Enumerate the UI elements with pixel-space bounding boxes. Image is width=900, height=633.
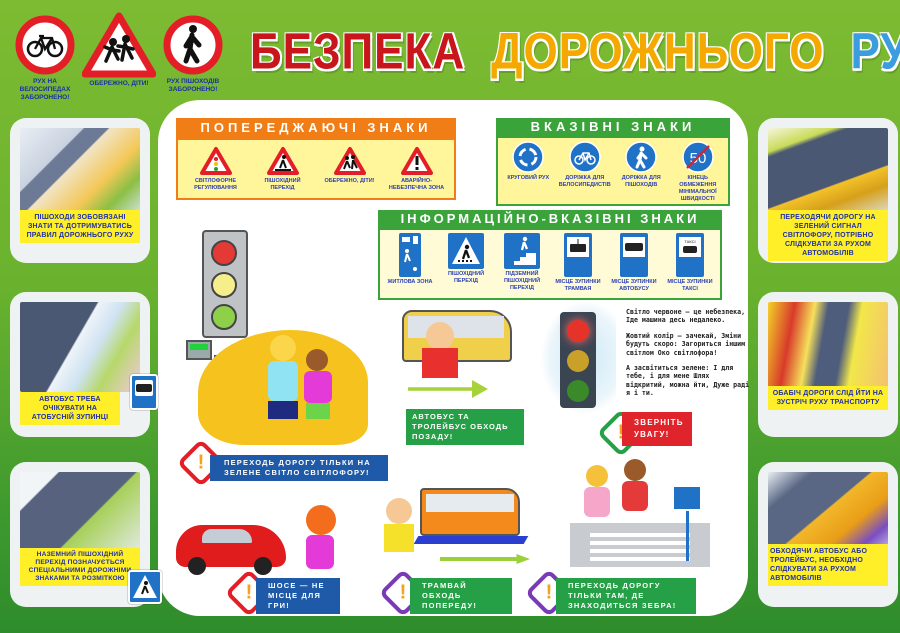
- left-card-pedestrians: ПІШОХОДИ ЗОБОВЯЗАНІ ЗНАТИ ТА ДОТРИМУВАТИ…: [10, 118, 150, 263]
- poem-verse-yellow: Жовтий колір – зачекай, Зміни будуть ско…: [626, 331, 746, 357]
- bus-stop-sign-icon: [130, 374, 158, 410]
- sign-bus-stop: МІСЦЕ ЗУПИНКИ АВТОБУСУ: [606, 233, 662, 293]
- card-caption: ОБХОДЯЧИ АВТОБУС АБО ТРОЛЕЙБУС, НЕОБХІДН…: [768, 544, 888, 586]
- highway-banner: ШОСЕ — НЕ МІСЦЕ ДЛЯ ГРИ!: [256, 578, 340, 614]
- green-signal-illustration: [768, 128, 888, 218]
- mandatory-signs-list: КРУГОВИЙ РУХ ДОРІЖКА ДЛЯ ВЕЛОСИПЕДИСТІВ …: [496, 136, 730, 206]
- svg-text:ТАКСІ: ТАКСІ: [684, 239, 695, 244]
- bus-and-boy-illustration: [402, 302, 512, 392]
- sign-danger-zone: АВАРІЙНО-НЕБЕЗПЕЧНА ЗОНА: [388, 146, 446, 192]
- roundabout-icon: [512, 141, 544, 173]
- sign-traffic-light: СВІТЛОФОРНЕ РЕГУЛЮВАННЯ: [187, 146, 245, 192]
- pedestrian-crossing-icon: [448, 233, 484, 269]
- top-sign-no-bicycles: РУХ НА ВЕЛОСИПЕДАХ ЗАБОРОНЕНО!: [14, 14, 76, 102]
- children-walking-illustration: [268, 335, 338, 445]
- crossing-illustration: [20, 472, 140, 562]
- bus-stop-illustration: [20, 302, 140, 392]
- title-word-safety: БЕЗПЕКА: [250, 23, 466, 81]
- top-sign-caption: РУХ ПІШОХОДІВ ЗАБОРОНЕНО!: [166, 78, 220, 93]
- bus-stop-icon: [620, 233, 648, 277]
- bicycle-path-icon: [569, 141, 601, 173]
- poem-verse-red: Світло червоне – це небезпека, Іде машин…: [626, 308, 746, 325]
- section-header: ВКАЗІВНІ ЗНАКИ: [496, 118, 730, 136]
- sign-bicycle-path: ДОРІЖКА ДЛЯ ВЕЛОСИПЕДИСТІВ: [557, 141, 614, 189]
- title-word-road: ДОРОЖНЬОГО: [491, 23, 825, 81]
- tram-stop-icon: [564, 233, 592, 277]
- top-sign-children: ОБЕРЕЖНО, ДІТИ!: [82, 12, 156, 88]
- card-caption: ПЕРЕХОДЯЧИ ДОРОГУ НА ЗЕЛЕНИЙ СИГНАЛ СВІТ…: [768, 210, 888, 261]
- taxi-stop-icon: ТАКСІ: [676, 233, 704, 277]
- warning-signs-section: ПОПЕРЕДЖАЮЧІ ЗНАКИ СВІТЛОФОРНЕ РЕГУЛЮВАН…: [176, 118, 456, 200]
- poem-verse-green: А засвітиться зелене: І для тебе, і для …: [626, 364, 750, 398]
- top-sign-no-pedestrians: РУХ ПІШОХОДІВ ЗАБОРОНЕНО!: [162, 14, 224, 94]
- end-min-speed-icon: 50: [682, 141, 714, 173]
- card-caption: ОБАБІЧ ДОРОГИ СЛІД ЙТИ НА ЗУСТРІЧ РУХУ Т…: [768, 386, 888, 410]
- residential-zone-icon: [399, 233, 421, 277]
- sign-roundabout: КРУГОВИЙ РУХ: [500, 141, 557, 182]
- title-word-traffic: РУХУ: [850, 23, 900, 81]
- pedestrian-crossing-warning-icon: [266, 147, 299, 175]
- zebra-crossing-illustration: [560, 455, 730, 570]
- traffic-light-warning-icon: [199, 147, 232, 175]
- no-pedestrians-icon: [163, 15, 223, 75]
- left-card-crossing: НАЗЕМНИЙ ПІШОХІДНИЙ ПЕРЕХІД ПОЗНАЧУЄТЬСЯ…: [10, 462, 162, 607]
- warning-signs-list: СВІТЛОФОРНЕ РЕГУЛЮВАННЯ ПІШОХІДНИЙ ПЕРЕХ…: [176, 138, 456, 200]
- city-illustration: [20, 128, 140, 218]
- poster-title: БЕЗПЕКА ДОРОЖНЬОГО РУХУ: [250, 18, 900, 87]
- card-caption: НАЗЕМНИЙ ПІШОХІДНИЙ ПЕРЕХІД ПОЗНАЧУЄТЬСЯ…: [20, 548, 140, 586]
- sign-pedestrian-crossing: ПІШОХІДНИЙ ПЕРЕХІД: [254, 146, 312, 192]
- right-card-roadside: ОБАБІЧ ДОРОГИ СЛІД ЙТИ НА ЗУСТРІЧ РУХУ Т…: [758, 292, 898, 437]
- right-card-green-signal: ПЕРЕХОДЯЧИ ДОРОГУ НА ЗЕЛЕНИЙ СИГНАЛ СВІТ…: [758, 118, 898, 263]
- pedestrian-crossing-sign-icon: [128, 570, 162, 604]
- roadside-illustration: [768, 302, 888, 392]
- no-bicycles-icon: [15, 15, 75, 75]
- top-sign-caption: ОБЕРЕЖНО, ДІТИ!: [89, 80, 149, 87]
- children-warning-icon: [82, 12, 156, 78]
- attention-banner: ЗВЕРНІТЬ УВАГУ!: [622, 412, 692, 446]
- sign-tram-stop: МІСЦЕ ЗУПИНКИ ТРАМВАЯ: [550, 233, 606, 293]
- info-signs-list: ЖИТЛОВА ЗОНА ПІШОХІДНИЙ ПЕРЕХІД ПІДЗЕМНИ…: [378, 228, 722, 300]
- sign-taxi-stop: ТАКСІ МІСЦЕ ЗУПИНКИ ТАКСІ: [662, 233, 718, 293]
- card-caption: АВТОБУС ТРЕБА ОЧІКУВАТИ НА АТОБУСНІЙ ЗУП…: [20, 392, 120, 425]
- traffic-light-poem: Світло червоне – це небезпека, Іде машин…: [626, 308, 751, 405]
- children-warning-icon: [333, 147, 366, 175]
- pedestrian-path-icon: [625, 141, 657, 173]
- tram-and-boy-illustration: [380, 488, 550, 568]
- left-card-bus-stop: АВТОБУС ТРЕБА ОЧІКУВАТИ НА АТОБУСНІЙ ЗУП…: [10, 292, 158, 437]
- sign-underground-crossing: ПІДЗЕМНИЙ ПІШОХІДНИЙ ПЕРЕХІД: [494, 233, 550, 292]
- sign-children: ОБЕРЕЖНО, ДІТИ!: [321, 146, 379, 185]
- sign-pedestrian-path: ДОРІЖКА ДЛЯ ПІШОХОДІВ: [613, 141, 670, 189]
- car-and-girl-illustration: [176, 505, 346, 575]
- sign-residential-zone: ЖИТЛОВА ЗОНА: [382, 233, 438, 286]
- underground-crossing-icon: [504, 233, 540, 269]
- tram-banner: ТРАМВАЙ ОБХОДЬ ПОПЕРЕДУ!: [410, 578, 512, 614]
- traffic-light-illustration: [540, 300, 616, 415]
- section-header: ІНФОРМАЦІЙНО-ВКАЗІВНІ ЗНАКИ: [378, 210, 722, 228]
- sign-end-min-speed: 50 КІНЕЦЬ ОБМЕЖЕННЯ МІНІМАЛЬНОЇ ШВИДКОСТ…: [670, 141, 727, 203]
- mandatory-signs-section: ВКАЗІВНІ ЗНАКИ КРУГОВИЙ РУХ ДОРІЖКА ДЛЯ …: [496, 118, 730, 206]
- zebra-banner: ПЕРЕХОДЬ ДОРОГУ ТІЛЬКИ ТАМ, ДЕ ЗНАХОДИТЬ…: [556, 578, 696, 614]
- card-caption: ПІШОХОДИ ЗОБОВЯЗАНІ ЗНАТИ ТА ДОТРИМУВАТИ…: [20, 210, 140, 243]
- sign-pedestrian-crossing: ПІШОХІДНИЙ ПЕРЕХІД: [438, 233, 494, 285]
- green-light-banner: ПЕРЕХОДЬ ДОРОГУ ТІЛЬКИ НА ЗЕЛЕНЕ СВІТЛО …: [210, 455, 388, 481]
- info-signs-section: ІНФОРМАЦІЙНО-ВКАЗІВНІ ЗНАКИ ЖИТЛОВА ЗОНА…: [378, 210, 722, 300]
- exclamation-warning-icon: [400, 147, 433, 175]
- bus-behind-banner: АВТОБУС ТА ТРОЛЕЙБУС ОБХОДЬ ПОЗАДУ!: [406, 409, 524, 445]
- top-sign-caption: РУХ НА ВЕЛОСИПЕДАХ ЗАБОРОНЕНО!: [19, 78, 71, 101]
- right-card-bus-bypass: ОБХОДЯЧИ АВТОБУС АБО ТРОЛЕЙБУС, НЕОБХІДН…: [758, 462, 898, 607]
- section-header: ПОПЕРЕДЖАЮЧІ ЗНАКИ: [176, 118, 456, 138]
